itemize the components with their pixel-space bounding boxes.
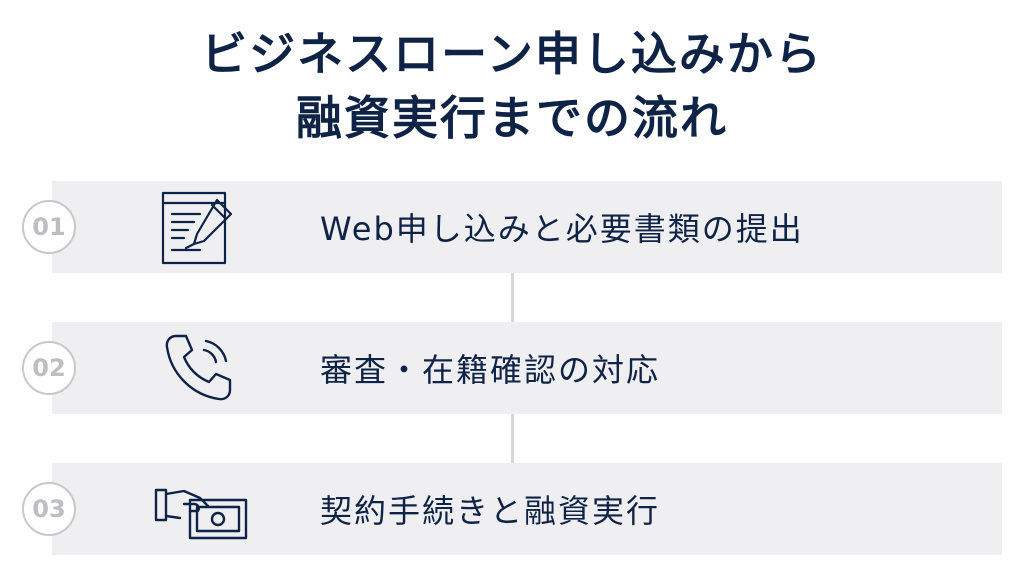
step-label-1: Web申し込みと必要書類の提出 xyxy=(320,210,804,248)
page-title: ビジネスローン申し込みから 融資実行までの流れ xyxy=(0,22,1024,150)
step-band-3 xyxy=(52,463,1002,555)
step-number-3: 03 xyxy=(22,482,76,536)
connector-line-2 xyxy=(511,414,514,463)
hand-money-icon xyxy=(154,482,250,542)
step-number-1: 01 xyxy=(22,200,76,254)
step-label-2: 審査・在籍確認の対応 xyxy=(320,351,661,389)
connector-line-1 xyxy=(511,273,514,322)
step-label-3: 契約手続きと融資実行 xyxy=(320,492,661,530)
title-line-1: ビジネスローン申し込みから xyxy=(201,27,823,81)
step-number-2: 02 xyxy=(22,341,76,395)
phone-call-icon xyxy=(162,332,238,404)
title-line-2: 融資実行までの流れ xyxy=(296,91,728,145)
step-band-2 xyxy=(52,322,1002,414)
step-band-1 xyxy=(52,181,1002,273)
document-pen-icon xyxy=(160,190,242,268)
